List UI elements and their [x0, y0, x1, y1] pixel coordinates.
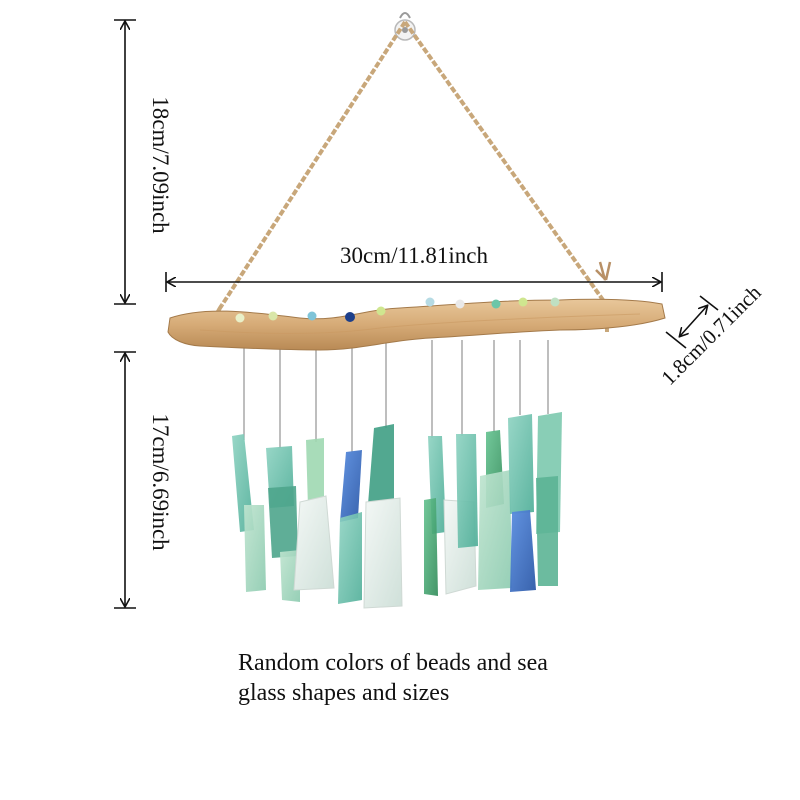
sea-glass — [338, 512, 362, 604]
wall-hook — [394, 12, 416, 41]
bead — [491, 299, 501, 309]
height-lower-label: 17cm/6.69inch — [148, 413, 173, 551]
bead — [307, 311, 317, 321]
bead — [376, 306, 386, 316]
hanging-wires — [243, 340, 549, 452]
driftwood-branch — [167, 298, 666, 351]
bead — [235, 313, 245, 323]
bead — [518, 297, 528, 307]
sea-glass — [340, 450, 362, 522]
sea-glass — [456, 434, 478, 548]
sea-glass — [363, 497, 403, 609]
sea-glass — [424, 498, 438, 596]
twine-hanger — [206, 20, 612, 336]
beads — [235, 297, 560, 323]
sea-glass — [268, 486, 298, 558]
dimension-lines — [114, 19, 719, 609]
sea-glass — [306, 438, 324, 508]
caption-line-2: glass shapes and sizes — [238, 680, 450, 706]
caption-line-1: Random colors of beads and sea — [238, 650, 548, 676]
width-label: 30cm/11.81inch — [340, 243, 488, 268]
bead — [455, 299, 465, 309]
sea-glass — [293, 495, 335, 591]
height-upper-label: 18cm/7.09inch — [148, 96, 173, 234]
thickness-arrow — [680, 306, 707, 336]
bead — [550, 297, 560, 307]
caption: Random colors of beads and sea glass sha… — [238, 648, 658, 708]
sea-glass — [510, 510, 536, 592]
bead — [268, 311, 278, 321]
thickness-label: 1.8cm/0.71inch — [656, 280, 766, 390]
sea-glass — [536, 476, 558, 586]
sea-glass — [508, 414, 534, 514]
bead — [345, 312, 355, 322]
sea-glass — [244, 505, 266, 592]
sea-glass-pieces — [232, 412, 562, 609]
bead — [425, 297, 435, 307]
sea-glass — [478, 470, 512, 590]
